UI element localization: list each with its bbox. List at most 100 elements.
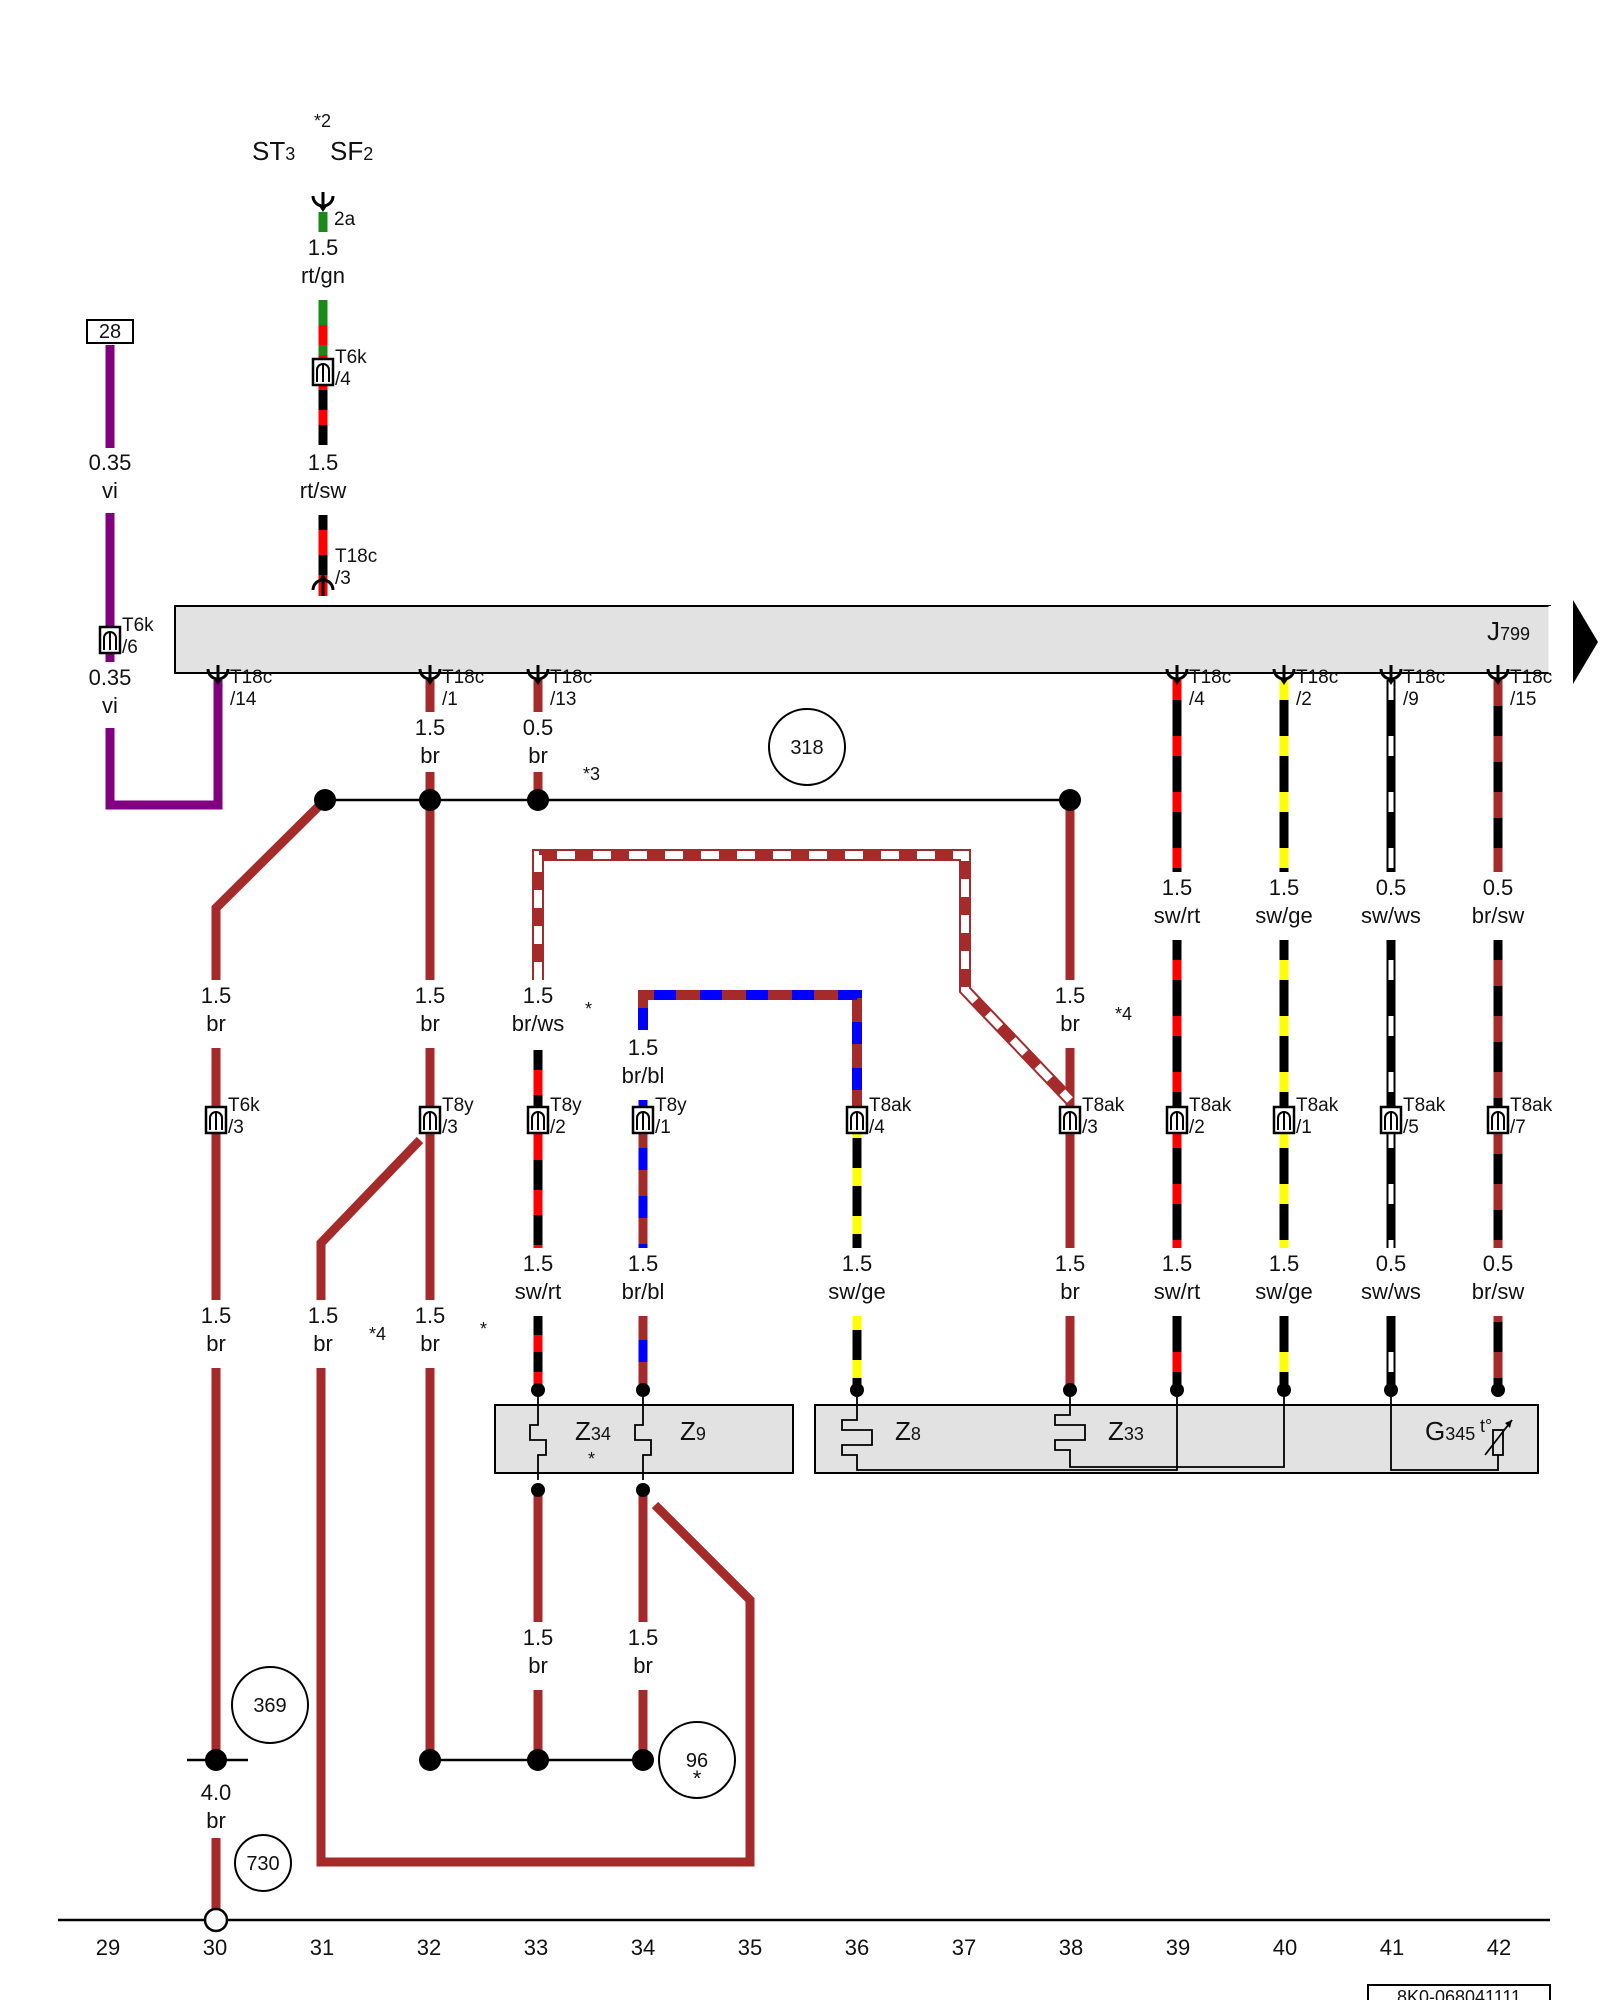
wire-size: 1.5 [201,1303,232,1328]
wire-label-38-low: 1.5br [1055,1251,1086,1304]
plug-pin: /2 [1296,689,1312,710]
g345-label: G345 [1425,1416,1475,1446]
plug-pin: /5 [1403,1117,1419,1138]
plug-label-t18c-9: T18c/9 [1403,667,1445,710]
wire-color-code: br [1060,1279,1080,1304]
wire-label-41-low: 0.5sw/ws [1361,1251,1421,1304]
plug-label-t8ak-1: T8ak/1 [1296,1095,1339,1138]
plug-name: T8ak [1510,1095,1553,1116]
wire-label-38-mid: 1.5 br [1055,983,1086,1036]
plug-box [1165,1105,1189,1135]
wire-color-code: sw/rt [1154,1279,1200,1304]
wire-color-code: br [1060,1011,1080,1036]
wire-color-code: sw/ge [828,1279,885,1304]
wire-color-code: br [420,743,440,768]
wire-color-code: br [206,1011,226,1036]
ref-96: 96 [686,1750,708,1772]
track-number: 37 [952,1935,976,1960]
plug-label-t18c-4: T18c/4 [1189,667,1231,710]
wire-size: 1.5 [523,983,554,1008]
plug-name: T18c [1296,667,1338,688]
plug-label-t8ak-2: T8ak/2 [1189,1095,1232,1138]
note-3: *3 [583,764,600,784]
wire-color-code: br [420,1331,440,1356]
pin-symbol [1272,665,1296,685]
note-4a: *4 [1115,1004,1132,1024]
plug-label-t8y-1: T8y/1 [655,1095,687,1138]
wire-label-rtsw: 1.5rt/sw [300,450,347,503]
plug-name: T18c [230,667,272,688]
plug-pin: /2 [1189,1117,1205,1138]
wire-color-code: br [313,1331,333,1356]
wire-color-code: sw/ge [1255,1279,1312,1304]
plug-pin: /3 [335,568,351,589]
plug-name: T8y [655,1095,687,1116]
plug-pin: /3 [442,1117,458,1138]
wire-color-code: sw/ws [1361,903,1421,928]
sf2-label: SF2 [330,136,373,166]
wire-label-39-low: 1.5sw/rt [1154,1251,1200,1304]
wire-label-33-z34: 1.5br [523,1625,554,1678]
track-number: 33 [524,1935,548,1960]
plug-pin: /4 [335,369,351,390]
pin-symbol [311,574,335,596]
wire-label-39-top: 1.5sw/rt [1154,875,1200,928]
ref-96-circle [658,1721,736,1799]
plug-label-t18c-15: T18c/15 [1510,667,1552,710]
svg-text:t°: t° [1480,1416,1492,1436]
wire-label-33-low: 1.5sw/rt [515,1251,561,1304]
doc-number-box [1367,1984,1551,2000]
plug-pin: /6 [122,637,138,658]
wire-size: 1.5 [1269,875,1300,900]
plug-name: T6k [122,615,154,636]
wire-size: 0.5 [1483,1251,1514,1276]
wire-label-40-top: 1.5sw/ge [1255,875,1312,928]
wire-label-34-low: 1.5br/bl [622,1251,665,1304]
track-number: 42 [1487,1935,1511,1960]
wire-size: 0.5 [1483,875,1514,900]
track-number: 41 [1380,1935,1404,1960]
ref-730-circle [234,1834,292,1892]
wire-label-32-bot: 1.5br [415,1303,446,1356]
wire-color-code: br [633,1653,653,1678]
j799-box [174,605,1551,674]
plug-name: T6k [228,1095,260,1116]
ref-96-note: * [693,1766,702,1791]
wire-size: 1.5 [308,1303,339,1328]
wire-color-code: br/sw [1472,1279,1525,1304]
pin-2a: 2a [311,192,356,230]
wire-color-code: br [528,743,548,768]
plug-name: T8ak [1403,1095,1446,1116]
wire-31-brown [316,1136,755,1867]
plug-label-t8y-3: T8y/3 [442,1095,474,1138]
wire-color-code: br/bl [622,1279,665,1304]
plug-name: T18c [550,667,592,688]
wire-label-36-low: 1.5sw/ge [828,1251,885,1304]
plug-label-t6k-6: T6k/6 [122,615,154,658]
wire-label-30-main: 4.0br [201,1780,232,1833]
plug-pin: /7 [1510,1117,1526,1138]
wire-color-code: br [206,1331,226,1356]
plug-name: T8y [442,1095,474,1116]
pin-symbol [1165,665,1189,685]
ref-318-circle [768,708,846,786]
doc-number: 8K0-068041111 [1397,1987,1521,2000]
wire-size: 1.5 [1055,983,1086,1008]
wire-size: 0.35 [89,665,132,690]
wire-color-code: rt/gn [301,263,345,288]
st3-label: ST3 [252,136,295,166]
wire-size: 4.0 [201,1780,232,1805]
track-number: 38 [1059,1935,1083,1960]
z9-label: Z9 [680,1416,706,1446]
wire-30-brown [211,796,329,1760]
pin-2a-label: 2a [334,209,356,230]
plug-pin: /15 [1510,689,1536,710]
plug-name: T18c [1510,667,1552,688]
plug-pin: /1 [1296,1117,1312,1138]
ref-369-circle [231,1666,309,1744]
pin-symbol [1379,665,1403,685]
pin-symbol [206,665,230,685]
plug-name: T18c [1403,667,1445,688]
